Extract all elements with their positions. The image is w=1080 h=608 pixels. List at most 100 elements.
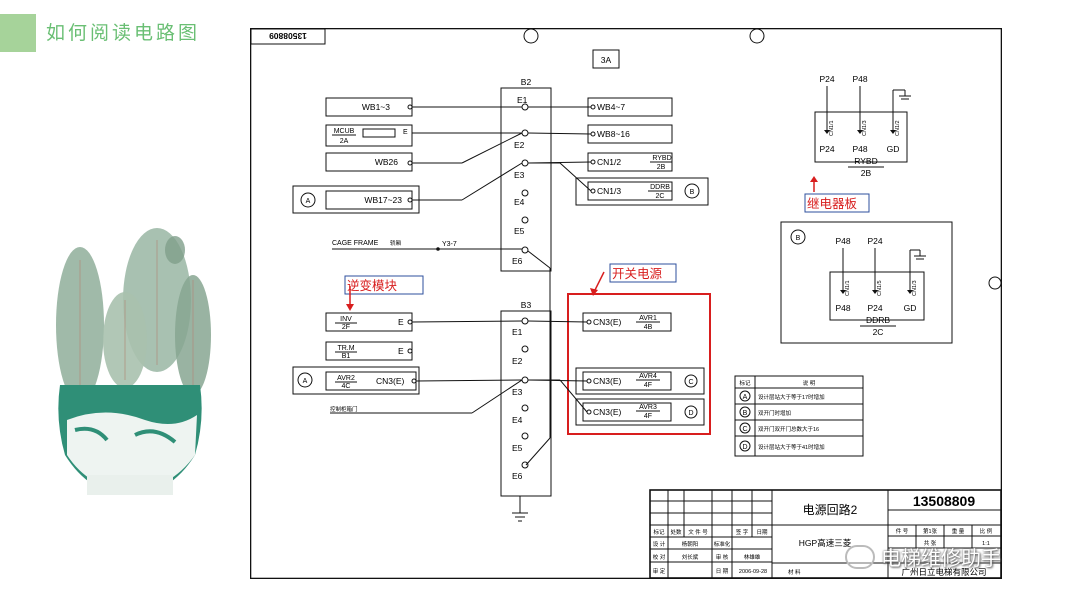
legend-col-desc: 说 明 [803,379,816,387]
rybd-pin: CN1/2 [895,120,901,136]
punch-hole [749,28,765,44]
title-cell: 签 字 [736,528,749,536]
title-cell: 刘长斌 [682,553,699,561]
rybd-p48: P48 [852,144,867,154]
b2-terminal-label: E4 [514,197,525,207]
block-b2-label: B2 [521,77,532,87]
trm-code: B1 [342,353,351,360]
inv-tag: E [398,317,404,327]
terminal-block-b3 [500,310,552,497]
circle-c-label: C [688,379,693,386]
circle-a2-label: A [303,378,308,385]
title-cell: 件 号 [896,527,909,535]
switch-power-frame [567,293,711,435]
title-cell: 文 件 号 [688,528,708,536]
ddrb-p24: P24 [867,303,882,313]
rybd-gd: GD [887,144,900,154]
avr3-code: 4F [644,413,652,420]
ddrb-outer-box [780,221,953,344]
block-b3-label: B3 [521,300,532,310]
b2-terminal-label: E3 [514,170,525,180]
wb8-label: WB8~16 [597,129,630,139]
ddrb-box-code: 2C [656,193,665,200]
rybd-box-code: 2B [657,164,666,171]
wb17-label: WB17~23 [364,195,402,205]
b3-terminal-label: E5 [512,443,523,453]
cn12-label: CN1/2 [597,157,621,167]
legend-desc: 双开门时增加 [758,409,791,417]
title-cell: 日 期 [716,568,729,575]
cage-note: 轿厢 [390,239,402,247]
ddrb-name: DDRB [866,315,890,325]
ddrb-pin: CN1/5 [877,280,883,296]
legend-desc: 设计层站大于等于17时增加 [758,393,825,401]
b2-terminal-label: E6 [512,256,523,266]
title-cell: 审 核 [716,553,729,561]
mcub-label: MCUB [334,128,355,135]
rybd-p24-supply: P24 [819,74,834,84]
drawing-name: 电源回路2 [803,502,858,517]
drawing-subtitle: HGP高速三菱 [799,538,852,548]
avr4-label: AVR4 [639,373,657,380]
circle-a-label: A [306,198,311,205]
title-cell: 林雄雄 [744,553,761,561]
avr1-code: 4B [644,324,653,331]
rybd-name: RYBD [854,156,877,166]
title-cell: 比 例 [980,527,993,535]
cn13-label: CN1/3 [597,186,621,196]
legend-mark: B [743,410,748,417]
drawing-number-top: 13508809 [269,31,307,41]
title-cell: 处数 [670,528,682,536]
ddrb-pin: CN1/3 [912,280,918,296]
rybd-board-box [814,111,908,163]
wb1-label: WB1~3 [362,102,390,112]
annotation-relay-board: 继电器板 [807,197,858,211]
cage-frame-label: CAGE FRAME [332,240,379,247]
title-cell: 校 对 [653,553,666,561]
terminal-block-b2 [500,87,552,272]
slide-title: 如何阅读电路图 [46,22,201,44]
drawing-number: 13508809 [913,493,976,509]
b3-terminals: E1 E2 E3 E4 E5 E6 [512,317,529,481]
sheet-border [250,28,1002,579]
cn3e-1-label: CN3(E) [593,317,622,327]
title-cell: 标记 [653,528,665,536]
title-cell: 2006-09-28 [739,569,767,575]
legend-mark: D [742,444,747,451]
cn3e-2-label: CN3(E) [593,376,622,386]
avr2-tag: CN3(E) [376,376,405,386]
company-name: 广州日立电梯有限公司 [901,567,986,577]
title-cell: 第1张 [923,527,938,535]
ddrb-p48-supply: P48 [835,236,850,246]
cn3e-3-label: CN3(E) [593,407,622,417]
legend-col-mark: 标记 [739,379,751,387]
title-cell: 设 计 [653,540,666,548]
b3-terminal-label: E4 [512,415,523,425]
sheet-tag: 3A [601,55,612,65]
avr2-label: AVR2 [337,375,355,382]
legend-table: 标记 说 明 A 设计层站大于等于17时增加 B 双开门时增加 C 双开门双开门… [734,375,864,457]
avr1-label: AVR1 [639,315,657,322]
legend-desc: 设计层站大于等于41时增加 [758,443,825,451]
b2-terminal-label: E5 [514,226,525,236]
avr3-label: AVR3 [639,404,657,411]
title-cell: 标准化 [714,540,731,548]
punch-hole [523,28,539,44]
legend-mark: C [742,426,747,433]
watermark: 电梯维修助手 [845,542,1001,571]
rybd-pin: CN1/3 [862,120,868,136]
circuit-drawing-sheet: 13508809 3A B2 E1 E2 E3 E4 E5 E6 B3 E1 E… [250,28,1002,579]
ddrb-p24-supply: P24 [867,236,882,246]
title-cell: 杨朝阳 [682,540,699,548]
ddrb-pin: CN1/1 [845,280,851,296]
title-cell: 1:1 [982,541,990,547]
avr2-code: 4C [342,383,351,390]
title-cell: 日期 [756,529,768,536]
rybd-p48-supply: P48 [852,74,867,84]
ddrb-code: 2C [873,327,884,337]
title-cell: 共 张 [924,539,937,547]
annotation-inverter-module: 逆变模块 [347,278,398,293]
rybd-box-label: RYBD [652,155,671,162]
y3-label: Y3-7 [442,241,457,248]
mcub-tag: E [403,129,408,136]
